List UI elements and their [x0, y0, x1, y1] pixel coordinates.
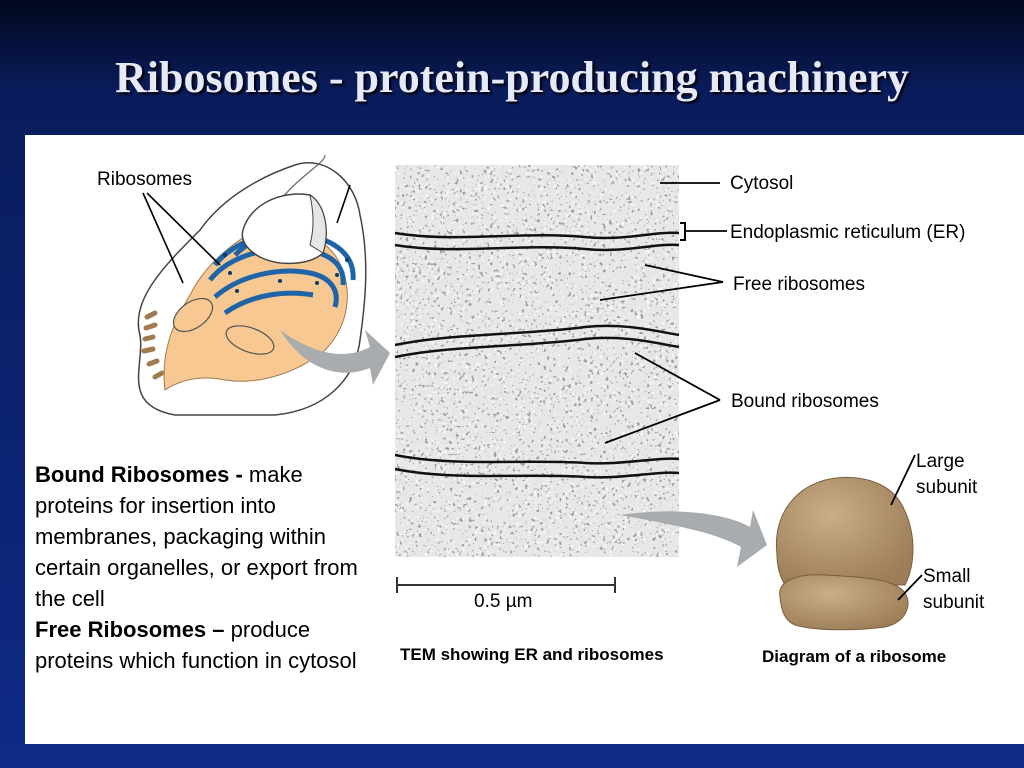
- micrograph-caption: TEM showing ER and ribosomes: [400, 645, 664, 664]
- bound-ribosomes-label: Bound ribosomes: [731, 391, 879, 412]
- bound-ribosomes-text: make proteins for insertion into membran…: [35, 462, 358, 611]
- free-ribosomes-title: Free Ribosomes –: [35, 617, 225, 642]
- ribosomes-label: Ribosomes: [97, 169, 193, 190]
- description-text: Bound Ribosomes - make proteins for inse…: [35, 459, 365, 676]
- tem-micrograph: [280, 165, 767, 593]
- cytosol-label: Cytosol: [730, 173, 794, 194]
- large-subunit-label: Large subunit: [916, 451, 978, 498]
- er-label: Endoplasmic reticulum (ER): [730, 222, 966, 243]
- ribosome-caption: Diagram of a ribosome: [762, 647, 947, 666]
- free-ribosomes-text: produce proteins which function in cytos…: [35, 617, 357, 673]
- bound-ribosomes-title: Bound Ribosomes -: [35, 462, 243, 487]
- slide-title: Ribosomes - protein-producing machinery: [114, 53, 910, 102]
- scale-bar-label: 0.5 µm: [474, 591, 533, 612]
- free-ribosomes-label: Free ribosomes: [733, 274, 865, 295]
- content-panel: Ribosomes: [25, 135, 1024, 744]
- small-subunit-label: Small subunit: [923, 566, 985, 613]
- ribosome-illustration: [775, 454, 923, 631]
